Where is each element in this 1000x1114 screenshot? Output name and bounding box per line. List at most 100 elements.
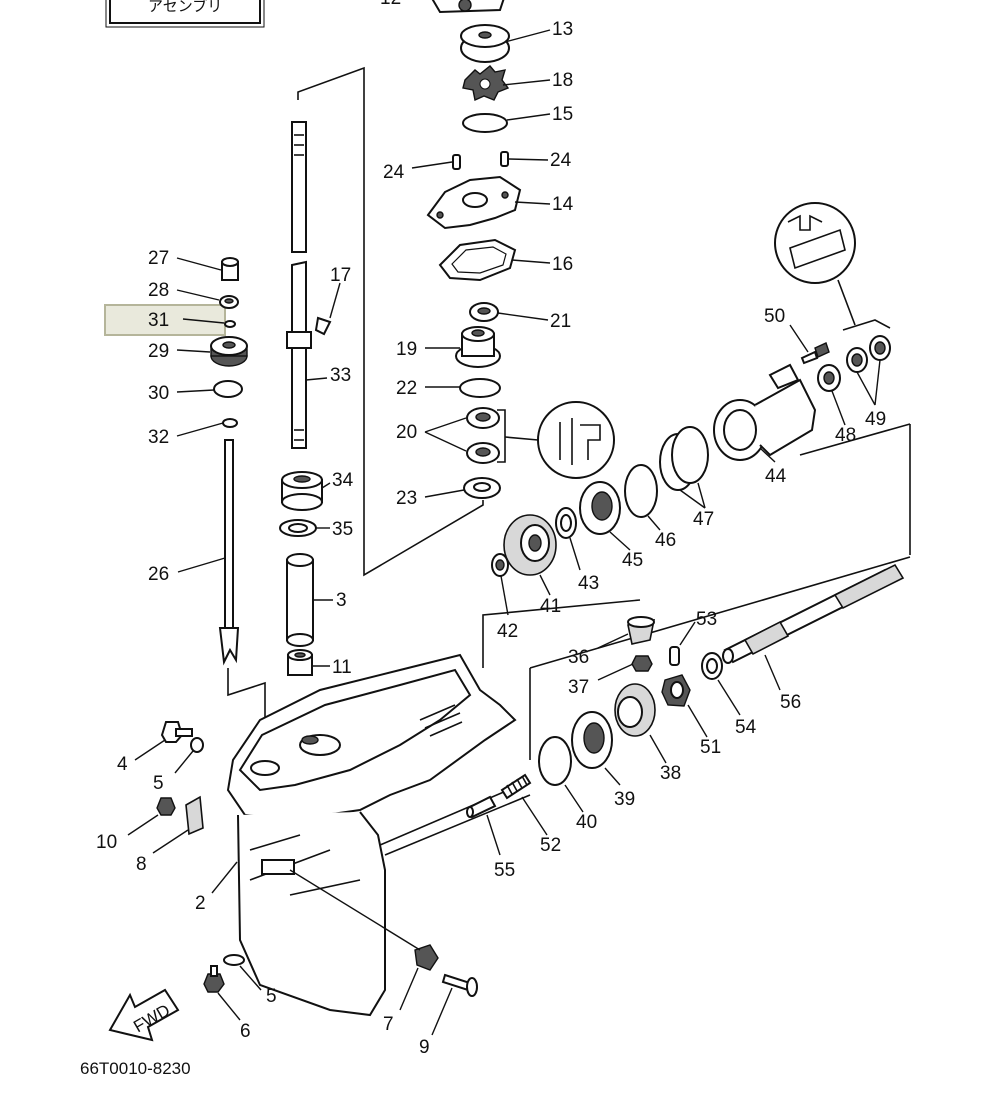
part-53-pin [669,646,680,666]
part-24-pin-right [500,151,509,167]
part-41-reverse-gear [503,514,557,576]
label-52: 52 [540,835,561,856]
part-15-seal [462,113,508,133]
label-32: 32 [148,427,169,448]
part-24-pin-left [452,154,461,170]
part-8-anode-plate [185,795,204,836]
part-56-propeller-shaft [722,563,905,664]
label-19: 19 [396,339,417,360]
part-37-nut [631,655,653,672]
label-26: 26 [148,564,169,585]
part-11-bearing [287,649,313,676]
label-21: 21 [550,311,571,332]
part-7-trim-tab-nut [414,944,439,971]
part-30-o-ring [213,380,243,398]
part-18-impeller [462,65,510,101]
highlight-box-31 [104,304,226,336]
label-12: 12 [380,0,401,9]
leader-lines [127,29,881,1036]
label-38: 38 [660,763,681,784]
label-11: 11 [332,657,352,678]
part-39-bearing [571,711,613,769]
label-16: 16 [552,254,573,275]
part-43-shim [555,507,577,539]
detail-circle-bushing [774,202,856,284]
label-29: 29 [148,341,169,362]
part-29-housing [210,336,248,367]
part-17-woodruff-key [314,316,332,336]
label-10: 10 [96,832,117,853]
label-51: 51 [700,737,721,758]
label-14: 14 [552,194,574,215]
part-40-shim [538,736,572,786]
label-4: 4 [117,754,128,775]
part-labels: 12 13 18 15 24 24 14 16 21 19 22 20 23 2… [80,0,886,1078]
label-34: 34 [332,470,354,491]
label-20: 20 [396,422,417,443]
label-55: 55 [494,860,515,881]
label-27: 27 [148,248,169,269]
part-5-washer-upper [190,737,204,753]
detail-circle-seal [537,401,615,479]
part-44-propeller-shaft-housing [713,363,817,461]
label-8: 8 [136,854,147,875]
part-47-o-ring-b [671,426,709,484]
label-18: 18 [552,70,573,91]
part-6-bolt [203,965,225,993]
assembly-outline-lines [227,66,911,856]
label-40: 40 [576,812,597,833]
label-47: 47 [693,509,714,530]
part-50-bolt [800,342,830,365]
label-24-left: 24 [383,162,405,183]
part-54-washer [701,652,723,680]
label-23: 23 [396,488,417,509]
part-48-needle-bearing [817,364,841,392]
part-20-oil-seals [466,407,500,464]
part-5-washer-lower [223,954,245,966]
label-42: 42 [497,621,518,642]
part-36-pinion [627,616,656,645]
label-43: 43 [578,573,599,594]
label-22: 22 [396,378,417,399]
label-44: 44 [765,466,787,487]
label-45: 45 [622,550,643,571]
part-12-housing-top [431,0,505,14]
label-31: 31 [148,310,169,331]
part-26-shift-rod [218,439,240,666]
part-46-shim [624,464,658,518]
label-24-right: 24 [550,150,572,171]
part-22-o-ring [459,378,501,398]
part-14-outer-plate [426,175,522,230]
part-34-bearing [281,471,323,511]
label-9: 9 [419,1037,430,1058]
part-28-washer [219,295,239,309]
label-41: 41 [540,596,561,617]
part-27-bushing [221,257,239,281]
part-51-clutch [661,674,691,707]
assembly-header-box: アセンブリ [105,0,265,28]
part-45-bearing [579,481,621,535]
part-55-plunger [466,795,497,819]
part-42-washer [491,553,509,577]
header-box-text: アセンブリ [148,0,222,15]
label-50: 50 [764,306,785,327]
part-21-oil-seal [469,302,499,322]
label-13: 13 [552,19,573,40]
part-49-bushings [846,335,891,373]
label-5-lower: 5 [266,986,277,1007]
part-23-washer [463,477,501,499]
part-4-bolt [160,721,193,743]
part-33-drive-shaft [286,121,312,449]
label-15: 15 [552,104,573,125]
label-39: 39 [614,789,635,810]
label-33: 33 [330,365,351,386]
label-17: 17 [330,265,351,286]
part-32-circlip [222,418,238,428]
label-48: 48 [835,425,856,446]
diagram-code: 66T0010-8230 [80,1059,191,1078]
label-37: 37 [568,677,589,698]
label-3: 3 [336,590,347,611]
part-13-pump-housing [460,24,510,63]
part-31-o-ring [224,320,236,328]
